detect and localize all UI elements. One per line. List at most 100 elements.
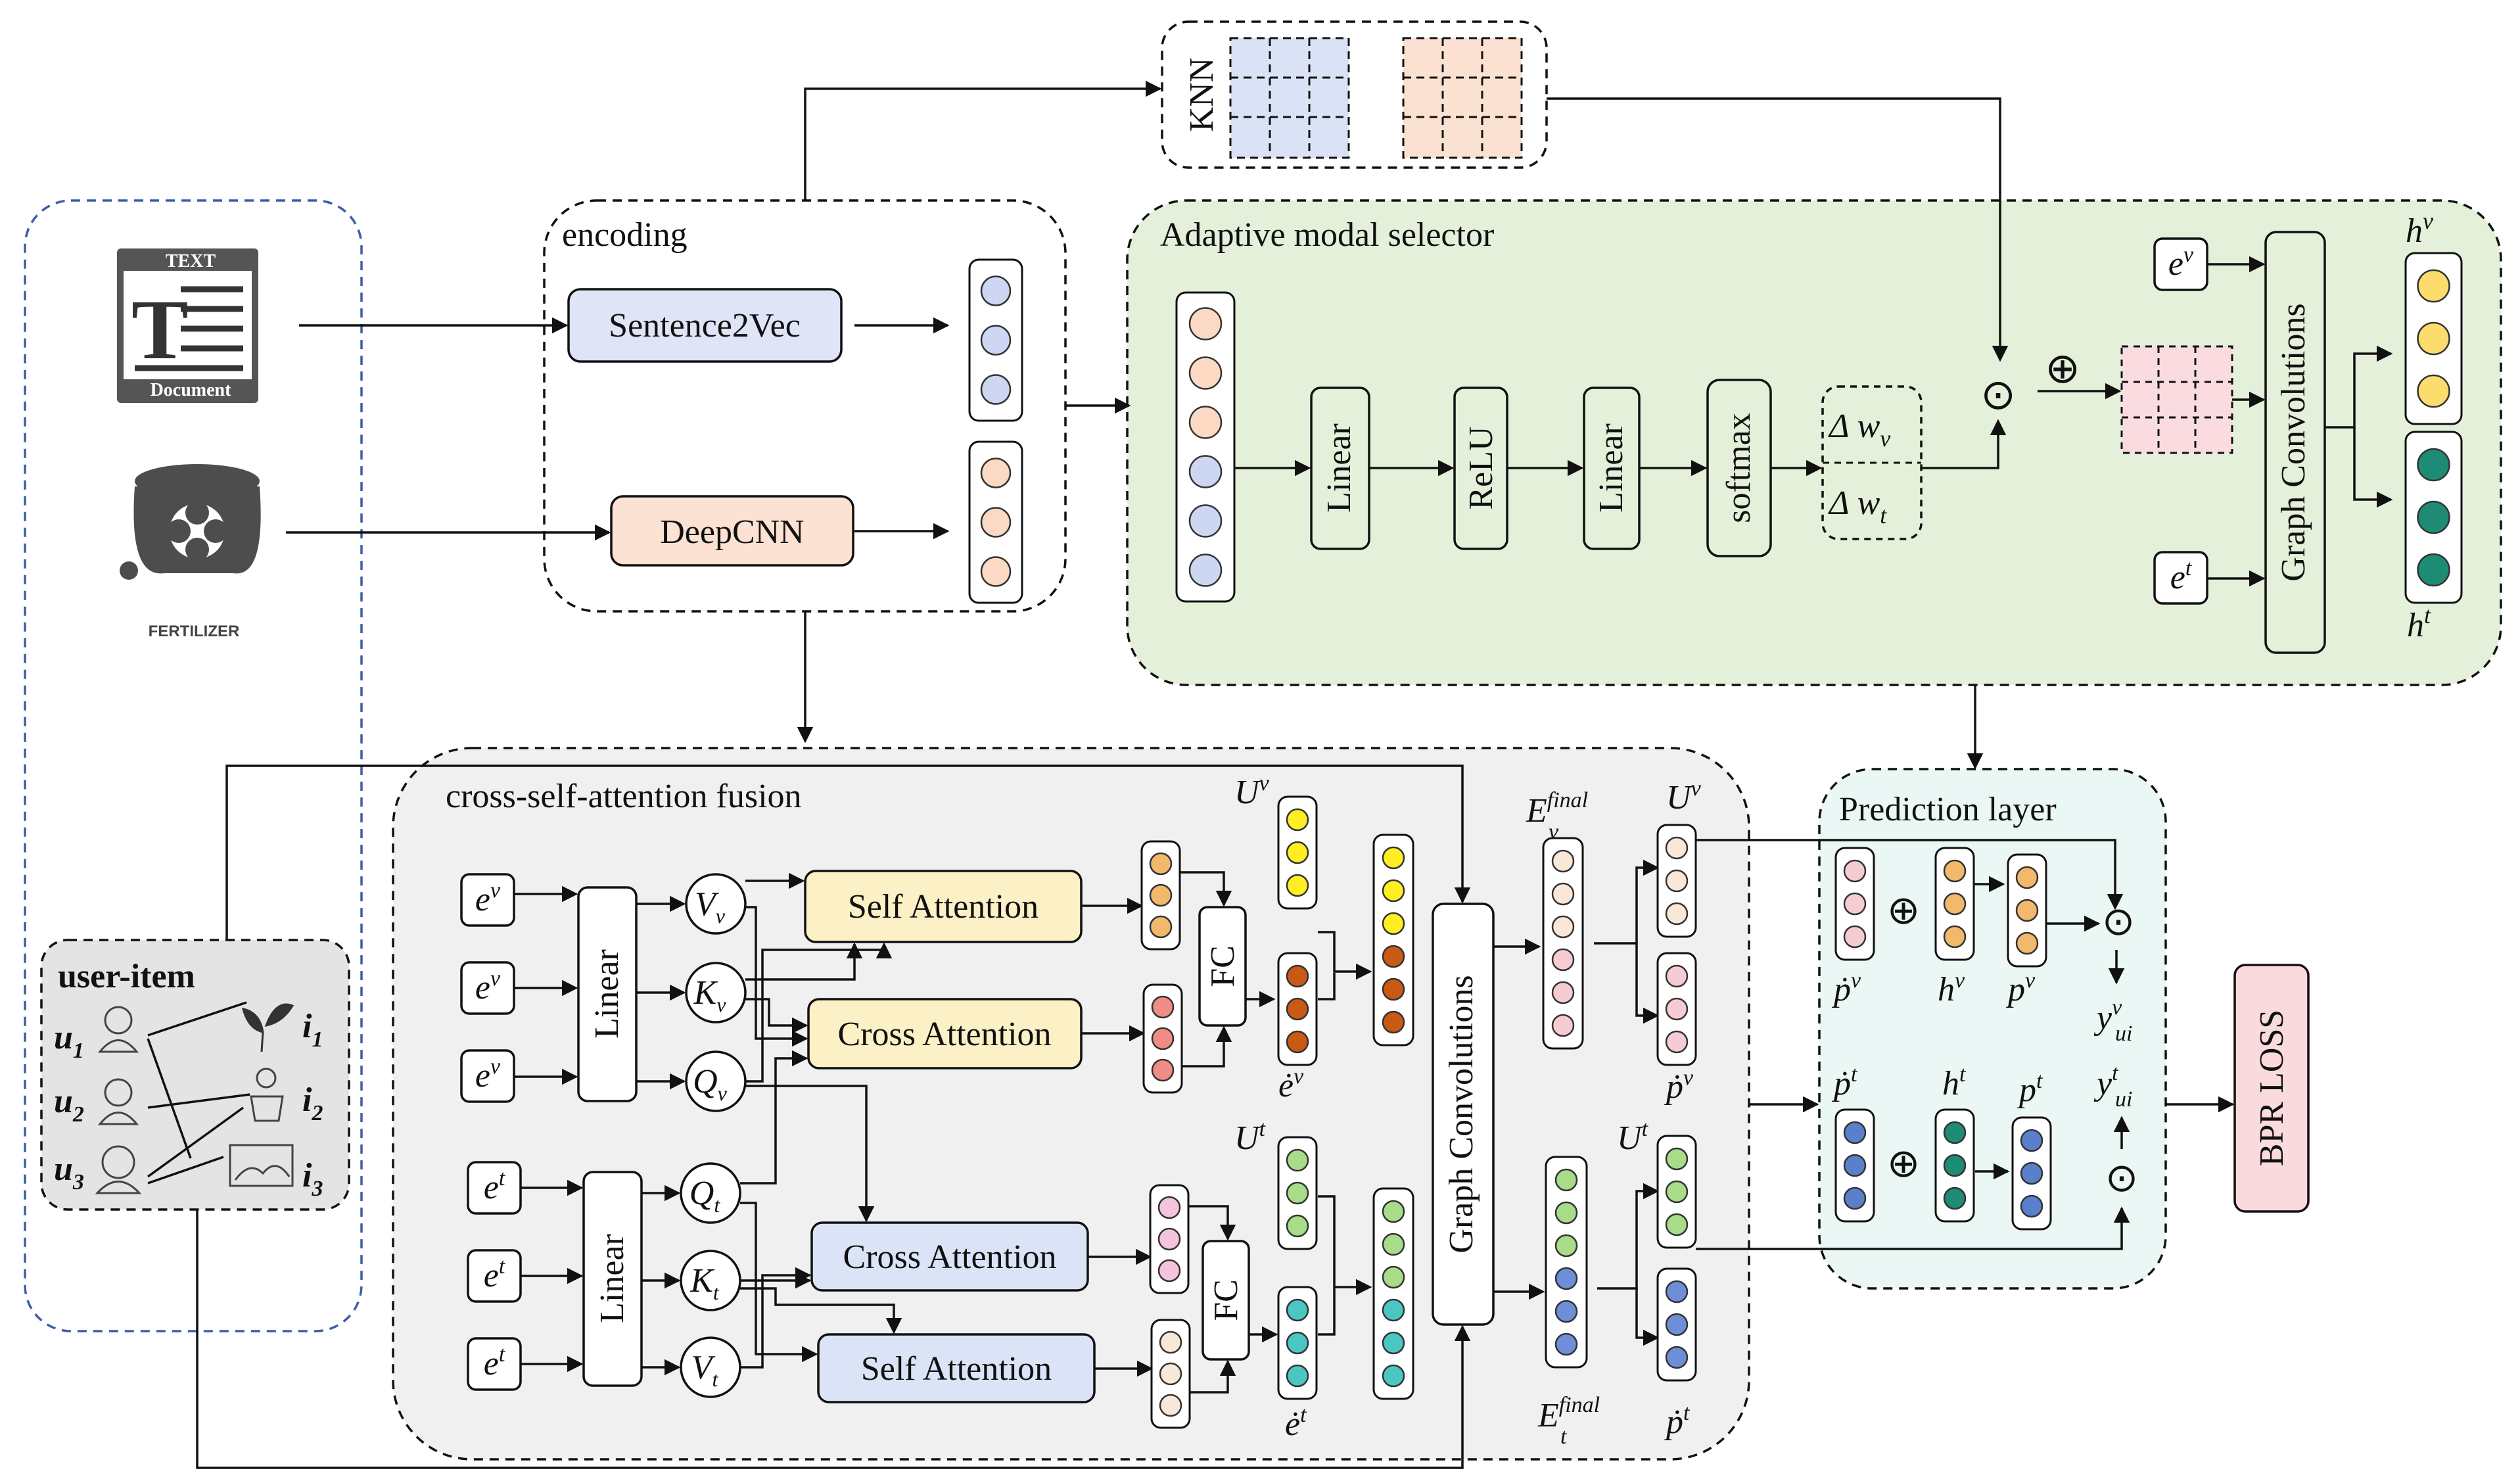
vector-element [1382,1298,1405,1322]
vector-element [1943,1187,1967,1210]
vector-element [1551,948,1575,972]
sentence2vec-block [567,288,843,363]
concat-t-vector [1372,1187,1414,1400]
vector-element [1159,1394,1182,1417]
hv-label: hv [2406,208,2433,250]
pred-pdot-t: ṗt [1831,1062,1858,1102]
qkv-v-nodes: Vv Kv Qv [685,873,747,1112]
user-1: u1 [54,1019,84,1063]
vector-element [1286,1298,1309,1322]
selector-graph-conv-label: Graph Convolutions [2275,303,2312,581]
vector-element [1943,1121,1967,1144]
vector-element [1286,1331,1309,1355]
Uv-label-1: Uv [1234,771,1270,811]
self-att-v-out [1140,840,1181,951]
vector-element [1843,925,1867,949]
vector-element [1554,1234,1578,1258]
pdot-v-vector [1656,952,1697,1066]
vector-element [1665,997,1689,1021]
fusion-linear-t [582,1171,643,1387]
vector-element [1157,1259,1181,1282]
edot-t-vector [1277,1286,1318,1400]
vector-element [1665,1213,1689,1236]
cross-attention-t-label: Cross Attention [843,1238,1056,1276]
vector-element [2020,1194,2043,1218]
vector-element [1188,455,1223,488]
vector-element [2417,269,2450,303]
vector-element [1149,852,1173,876]
vector-element [1665,836,1689,860]
knn-grid-peach [1402,37,1523,159]
selector-oplus: ⊕ [2045,345,2080,392]
svg-text:TEXT: TEXT [166,251,216,271]
selector-concat-vector [1175,291,1236,603]
selector-et: et [2170,556,2193,596]
vector-element [1665,1280,1689,1304]
pred-pt: pt [2017,1069,2043,1109]
vector-element [1286,1364,1309,1388]
vector-element [2417,553,2450,587]
user-item-edges [147,1001,250,1185]
pdot-v-label: ṗv [1664,1066,1694,1106]
fc-t [1202,1240,1250,1361]
encoding-title: encoding [562,216,688,254]
pdot-t-label: ṗt [1664,1401,1691,1441]
vector-element [1149,915,1173,939]
enc-text-vector [968,258,1023,422]
vector-element [1382,846,1405,870]
pred-odot-1: ⊙ [2102,900,2135,943]
vector-element [1843,1121,1867,1144]
vector-element [980,325,1012,356]
vector-element [1551,849,1575,873]
vector-element [2417,448,2450,482]
vector-element [1286,997,1309,1021]
pred-pdot-v-vector [1834,847,1875,961]
Ev-final-vector [1542,837,1584,1050]
vector-element [1286,1214,1309,1238]
cross-att-v-out [1142,983,1183,1094]
self-attention-t-label: Self Attention [861,1350,1052,1388]
input-panel [24,199,363,1332]
selector-linear-2-label: Linear [1593,423,1630,513]
vector-element [1286,841,1309,864]
svg-text:et: et [484,1166,506,1206]
vector-element [1286,1030,1309,1054]
fusion-graph-conv-label: Graph Convolutions [1443,975,1480,1253]
svg-text:Vt: Vt [691,1349,719,1391]
svg-text:ev: ev [475,966,501,1006]
Uv-vector [1277,795,1318,910]
ht-vector [2404,431,2463,604]
vector-element [1554,1332,1578,1356]
selector-ev: ev [2168,243,2194,283]
fc-t-label: FC [1207,1279,1245,1321]
vector-element [1188,356,1223,390]
vector-element [1157,1196,1181,1219]
vector-element [1382,879,1405,903]
hv-vector [2404,252,2463,425]
vector-element [980,374,1012,405]
Uv-final-vector [1656,824,1697,938]
pred-oplus-1: ⊕ [1887,889,1920,932]
vector-element [1843,892,1867,916]
fusion-title: cross-self-attention fusion [446,778,802,815]
vector-element [980,275,1012,306]
pred-hv: hv [1938,968,1965,1008]
vector-element [980,556,1012,587]
text-document-icon: TEXT T Document [117,248,258,403]
delta-wt: Δ wt [1828,484,1887,529]
vector-element [1157,1227,1181,1251]
selector-softmax-label: softmax [1720,413,1758,523]
vector-element [1159,1362,1182,1386]
vector-element [1554,1267,1578,1290]
pred-ht-vector [1934,1108,1975,1223]
vector-element [1551,882,1575,906]
vector-element [1665,902,1689,926]
fusion-linear-v-label: Linear [588,949,626,1039]
user-2: u2 [54,1083,84,1127]
vector-element [1159,1330,1182,1354]
cross-attention-v-label: Cross Attention [837,1016,1051,1053]
vector-element [1188,553,1223,587]
prediction-title: Prediction layer [1839,791,2057,828]
vector-element [1665,1180,1689,1204]
vector-element [1554,1201,1578,1225]
